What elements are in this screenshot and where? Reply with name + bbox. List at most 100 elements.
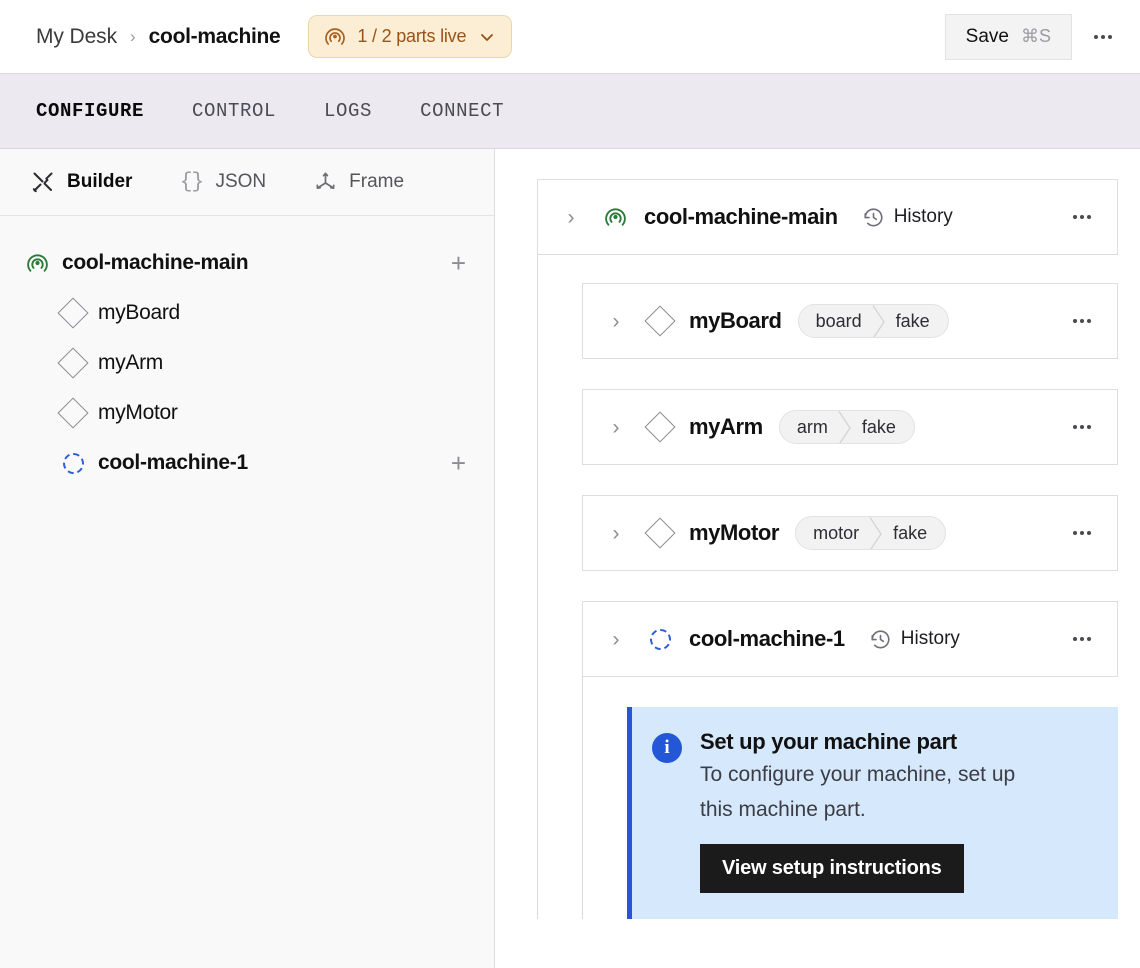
subtab-json[interactable]: {} JSON [178,169,288,195]
part-card-myboard[interactable]: › myBoard board fake [582,283,1118,359]
main-tab-bar: CONFIGURE CONTROL LOGS CONNECT [0,74,1140,149]
machine-card-overflow-menu-icon[interactable] [1065,622,1099,656]
part-card-overflow-menu-icon[interactable] [1065,304,1099,338]
info-icon: i [652,733,682,763]
dot [1073,425,1077,429]
machine-card-title: cool-machine-main [644,204,838,229]
radar-icon [22,251,52,276]
content-area: Builder {} JSON Frame [0,149,1140,968]
tree-item-cool-machine-1[interactable]: cool-machine-1 + [0,438,494,488]
history-label: History [893,206,953,227]
subtab-builder-label: Builder [67,171,133,192]
radar-icon [323,25,347,49]
tree-item-myarm[interactable]: myArm [0,338,494,388]
chevron-down-icon [478,28,496,46]
dot [1087,637,1091,641]
diamond-icon [57,347,89,379]
tree-item-label: myMotor [98,401,178,424]
subtab-json-label: JSON [215,171,267,192]
sidebar: Builder {} JSON Frame [0,149,495,968]
app-header: My Desk › cool-machine 1 / 2 parts live … [0,0,1140,74]
save-shortcut-hint: ⌘S [1020,26,1051,46]
part-card-myarm[interactable]: › myArm arm fake [582,389,1118,465]
machine-card-cool-machine-main[interactable]: › cool-machine-main History [537,179,1118,255]
tools-icon [30,169,56,195]
machine-card-title: cool-machine-1 [689,626,845,651]
part-model-label: fake [861,416,896,437]
alert-body: Set up your machine part To configure yo… [700,729,1094,893]
dot [1080,425,1084,429]
tab-logs[interactable]: LOGS [324,100,373,122]
sidebar-view-switcher: Builder {} JSON Frame [0,149,494,216]
view-setup-instructions-button[interactable]: View setup instructions [700,843,964,893]
diamond-icon [644,517,676,549]
dot [1080,215,1084,219]
header-overflow-menu-icon[interactable] [1086,20,1120,54]
part-card-title: myMotor [689,520,780,545]
breadcrumb: My Desk › cool-machine [36,24,281,49]
tab-configure[interactable]: CONFIGURE [36,100,145,122]
pill-divider-icon [838,411,852,443]
chevron-right-icon[interactable]: › [567,205,575,229]
tree-item-cool-machine-main[interactable]: cool-machine-main + [0,238,494,288]
dot [1073,319,1077,323]
dot [1080,531,1084,535]
add-part-icon[interactable]: + [450,248,466,278]
dot [1087,215,1091,219]
chevron-right-icon[interactable]: › [612,521,620,545]
chevron-right-icon[interactable]: › [612,415,620,439]
overflow-dots[interactable] [1065,304,1099,338]
chevron-right-icon[interactable]: › [612,309,620,333]
part-type-label: arm [796,416,828,437]
save-button-label: Save [965,25,1009,47]
dot [1108,34,1112,39]
history-button[interactable]: History [869,628,960,651]
dot [1101,34,1105,39]
history-clock-icon [869,628,892,651]
header-actions: Save ⌘S [944,13,1120,60]
overflow-dots[interactable] [1065,622,1099,656]
dot [1080,319,1084,323]
alert-message: To configure your machine, set up this m… [700,763,1016,822]
breadcrumb-root-link[interactable]: My Desk [36,24,117,48]
machine-card-cool-machine-1[interactable]: › cool-machine-1 History [582,601,1118,677]
diamond-icon [644,411,676,443]
breadcrumb-current: cool-machine [148,24,281,48]
setup-info-alert: i Set up your machine part To configure … [627,707,1118,919]
part-card-overflow-menu-icon[interactable] [1065,410,1099,444]
diamond-icon [57,297,89,329]
machine-card-overflow-menu-icon[interactable] [1065,200,1099,234]
tree-item-label: myArm [98,351,163,374]
dot [1087,531,1091,535]
overflow-dots[interactable] [1065,410,1099,444]
part-card-mymotor[interactable]: › myMotor motor fake [582,495,1118,571]
parts-live-badge[interactable]: 1 / 2 parts live [308,15,513,58]
save-button[interactable]: Save ⌘S [944,13,1072,60]
braces-icon: {} [179,170,204,194]
subtab-builder[interactable]: Builder [30,169,154,195]
diamond-icon [644,305,676,337]
part-card-overflow-menu-icon[interactable] [1065,516,1099,550]
history-button[interactable]: History [862,206,953,229]
pill-divider-icon [869,517,883,549]
diamond-icon [57,397,89,429]
overflow-dots[interactable] [1065,516,1099,550]
pill-divider-icon [872,305,886,337]
subtab-frame[interactable]: Frame [312,169,426,195]
dot [1094,34,1098,39]
chevron-right-icon[interactable]: › [612,627,620,651]
tree-item-label: myBoard [98,301,180,324]
tree-item-mymotor[interactable]: myMotor [0,388,494,438]
part-card-title: myBoard [689,308,782,333]
tab-connect[interactable]: CONNECT [420,100,505,122]
add-part-icon[interactable]: + [450,448,466,478]
configure-panel: › cool-machine-main History [495,149,1140,968]
dot [1073,215,1077,219]
dashed-circle-icon [647,628,673,650]
part-type-label: motor [813,522,860,543]
overflow-dots[interactable] [1065,200,1099,234]
tab-control[interactable]: CONTROL [192,100,277,122]
dashed-circle-icon [58,452,88,474]
tree-item-myboard[interactable]: myBoard [0,288,494,338]
tree-item-label: cool-machine-1 [98,451,248,474]
